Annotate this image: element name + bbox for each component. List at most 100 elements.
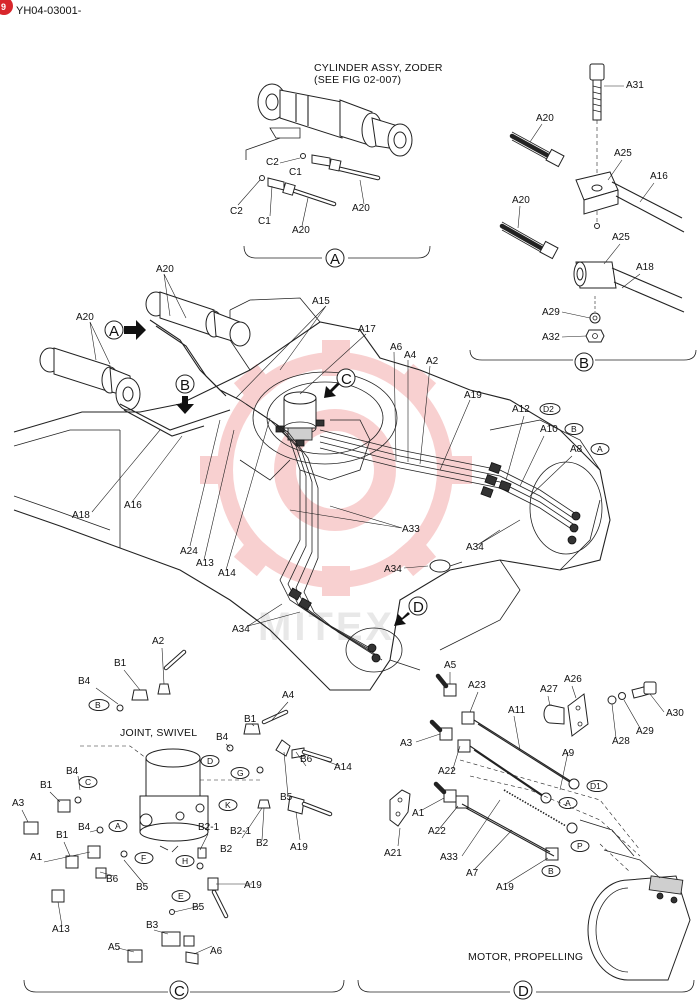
ref-p: P <box>577 841 583 851</box>
view-arrow-b-letter: B <box>180 377 190 394</box>
joint-swivel-caption: JOINT, SWIVEL <box>120 727 197 739</box>
ref-e: E <box>178 891 184 901</box>
label-a25: A25 <box>612 232 630 243</box>
label-a5: A5 <box>108 942 121 953</box>
detail-a: CYLINDER ASSY, ZODER (SEE FIG 02-007) <box>230 62 443 268</box>
label-a17: A17 <box>358 324 376 335</box>
view-arrow-a: A <box>104 320 146 340</box>
page-header: 9 YH04-03001- <box>0 0 82 17</box>
label-a24: A24 <box>180 546 198 557</box>
ref-b: B <box>548 866 554 876</box>
watermark-text: MITEX <box>258 605 395 649</box>
label-a20: A20 <box>76 312 94 323</box>
label-a3: A3 <box>12 798 25 809</box>
label-a6: A6 <box>390 342 403 353</box>
label-b4: B4 <box>66 766 79 777</box>
zoder-cylinder <box>245 83 413 160</box>
ref-b: B <box>571 424 577 434</box>
section-marker-b-letter: B <box>579 355 589 372</box>
fittings-c <box>23 649 333 965</box>
label-a14: A14 <box>334 762 352 773</box>
section-marker-d-letter: D <box>518 983 529 1000</box>
section-marker-c-letter: C <box>174 983 185 1000</box>
label-b2-1: B2-1 <box>230 826 252 837</box>
ref-g: G <box>237 768 244 778</box>
main-hose-bundle <box>119 319 577 661</box>
label-a12: A12 <box>512 404 530 415</box>
label-a22: A22 <box>428 826 446 837</box>
main-assembly: A B C D A20 A20 A15 A17 A6 A4 A2 A19 A12… <box>13 264 611 691</box>
label-a15: A15 <box>312 296 330 307</box>
ref-d2: D2 <box>543 404 554 414</box>
clamp-a25-lower <box>573 261 685 313</box>
label-b5: B5 <box>136 882 149 893</box>
label-a5: A5 <box>444 660 457 671</box>
label-a20: A20 <box>292 225 310 236</box>
label-b5: B5 <box>192 902 205 913</box>
ref-a: A <box>565 798 571 808</box>
view-arrow-c-letter: C <box>341 371 352 388</box>
label-a20: A20 <box>536 113 554 124</box>
label-a3: A3 <box>400 738 413 749</box>
label-b4: B4 <box>216 732 229 743</box>
label-a34: A34 <box>384 564 402 575</box>
section-bracket <box>243 245 431 259</box>
label-c2: C2 <box>230 206 243 217</box>
label-a11: A11 <box>508 705 525 716</box>
hose-a20-lower <box>499 221 559 260</box>
hose-a20-upper <box>509 131 565 168</box>
label-a20: A20 <box>512 195 530 206</box>
page-badge-number: 9 <box>1 2 6 12</box>
label-a10: A10 <box>540 424 558 435</box>
label-b1: B1 <box>56 830 69 841</box>
cylinder-caption-line1: CYLINDER ASSY, ZODER <box>314 62 443 74</box>
label-a4: A4 <box>282 690 295 701</box>
label-b2-1: B2-1 <box>198 822 220 833</box>
label-b1: B1 <box>40 780 53 791</box>
label-a1: A1 <box>412 808 425 819</box>
label-b6: B6 <box>300 754 313 765</box>
label-a9: A9 <box>562 748 575 759</box>
label-c1: C1 <box>258 216 271 227</box>
label-a20: A20 <box>352 203 370 214</box>
label-a30: A30 <box>666 708 684 719</box>
fitting-set-a <box>259 153 381 207</box>
zoder-cylinder-upper <box>145 291 251 347</box>
hose-end-fittings-bottom <box>288 587 381 663</box>
hose-clamp-a34 <box>429 559 463 573</box>
label-b2: B2 <box>220 844 233 855</box>
label-b2: B2 <box>256 838 269 849</box>
label-b4: B4 <box>78 822 91 833</box>
label-a16: A16 <box>124 500 142 511</box>
swivel-joint-body <box>139 748 209 853</box>
view-arrow-d: D <box>394 596 428 626</box>
label-a19: A19 <box>464 390 482 401</box>
label-c2: C2 <box>266 157 279 168</box>
label-a22: A22 <box>438 766 456 777</box>
ref-d1: D1 <box>590 781 601 791</box>
label-a6: A6 <box>210 946 223 957</box>
view-arrow-c: C <box>324 368 356 398</box>
label-a23: A23 <box>468 680 486 691</box>
ref-d: D <box>207 756 213 766</box>
section-marker-d <box>513 980 533 1000</box>
label-a1: A1 <box>30 852 43 863</box>
label-a2: A2 <box>152 636 165 647</box>
label-a31: A31 <box>626 80 644 91</box>
detail-d: MOTOR, PROPELLING <box>357 660 695 1000</box>
hose-end-fittings-right <box>480 462 581 545</box>
ref-b: B <box>95 700 101 710</box>
label-a18: A18 <box>636 262 654 273</box>
label-a13: A13 <box>52 924 70 935</box>
label-a14: A14 <box>218 568 236 579</box>
label-a28: A28 <box>612 736 630 747</box>
ref-a: A <box>115 821 121 831</box>
section-marker-a-letter: A <box>330 251 340 268</box>
section-bracket <box>23 979 345 993</box>
bolt-a31 <box>589 63 605 121</box>
motor-propelling-caption: MOTOR, PROPELLING <box>468 951 583 963</box>
label-b4: B4 <box>78 676 91 687</box>
label-a33: A33 <box>440 852 458 863</box>
label-a21: A21 <box>384 848 402 859</box>
doc-code: YH04-03001- <box>16 5 82 17</box>
